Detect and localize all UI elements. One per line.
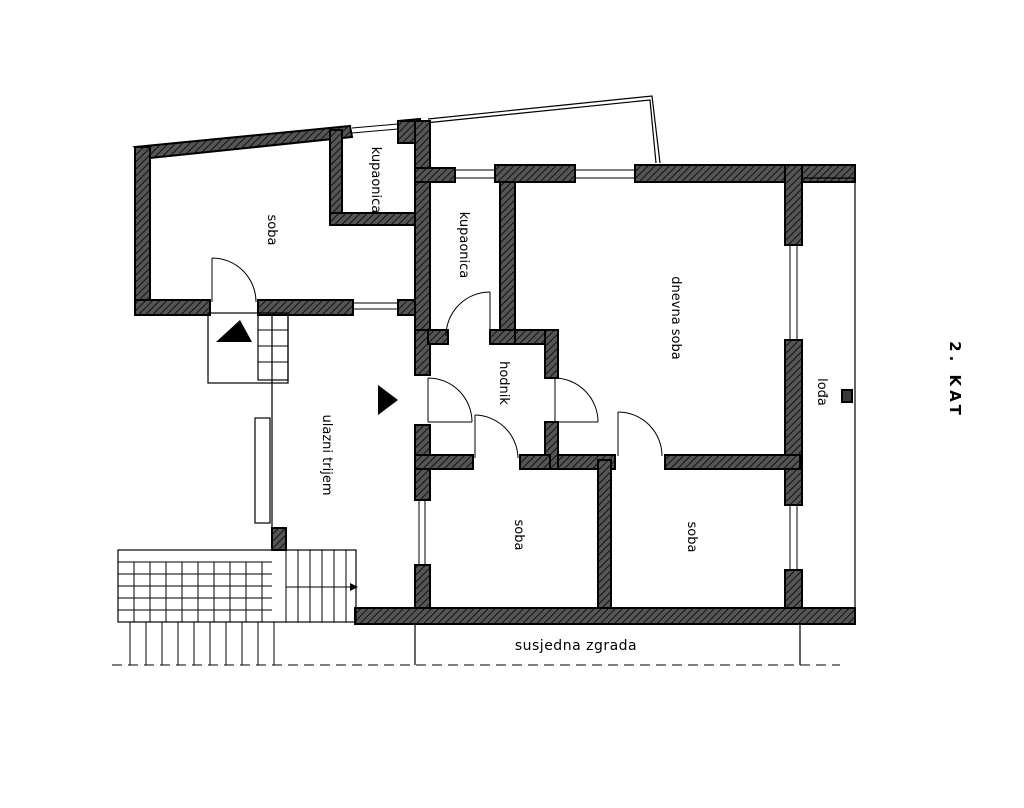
- walls-bathroom: [414, 120, 576, 344]
- walls-living-room: [512, 164, 856, 506]
- room-label-soba-right: soba: [684, 522, 699, 553]
- room-label-kupaonica: kupaonica: [456, 212, 471, 279]
- room-label-soba-mid: soba: [511, 520, 526, 551]
- walls-hallway: [414, 329, 551, 501]
- room-label-kupaonica-small: kupaonica: [368, 147, 383, 214]
- entrance-porch: [207, 312, 398, 551]
- room-label-lodja: lođa: [814, 378, 829, 406]
- doors: [211, 257, 663, 459]
- room-label-dnevna-soba: dnevna soba: [668, 276, 683, 359]
- walls-top-left-room: [132, 117, 431, 316]
- room-label-soba-top: soba: [264, 215, 279, 246]
- neighbour-line: [112, 624, 840, 666]
- neighbour-label: susjedna zgrada: [515, 638, 637, 654]
- exterior-stairs: [117, 549, 358, 665]
- room-label-ulazni-trijem: ulazni trijem: [319, 415, 334, 496]
- floor-label: 2. KAT: [946, 341, 964, 419]
- walls-lodja: [802, 165, 856, 625]
- balcony-outline: [424, 95, 661, 164]
- room-label-hodnik: hodnik: [496, 361, 511, 405]
- walls-bottom-rooms: [354, 459, 856, 625]
